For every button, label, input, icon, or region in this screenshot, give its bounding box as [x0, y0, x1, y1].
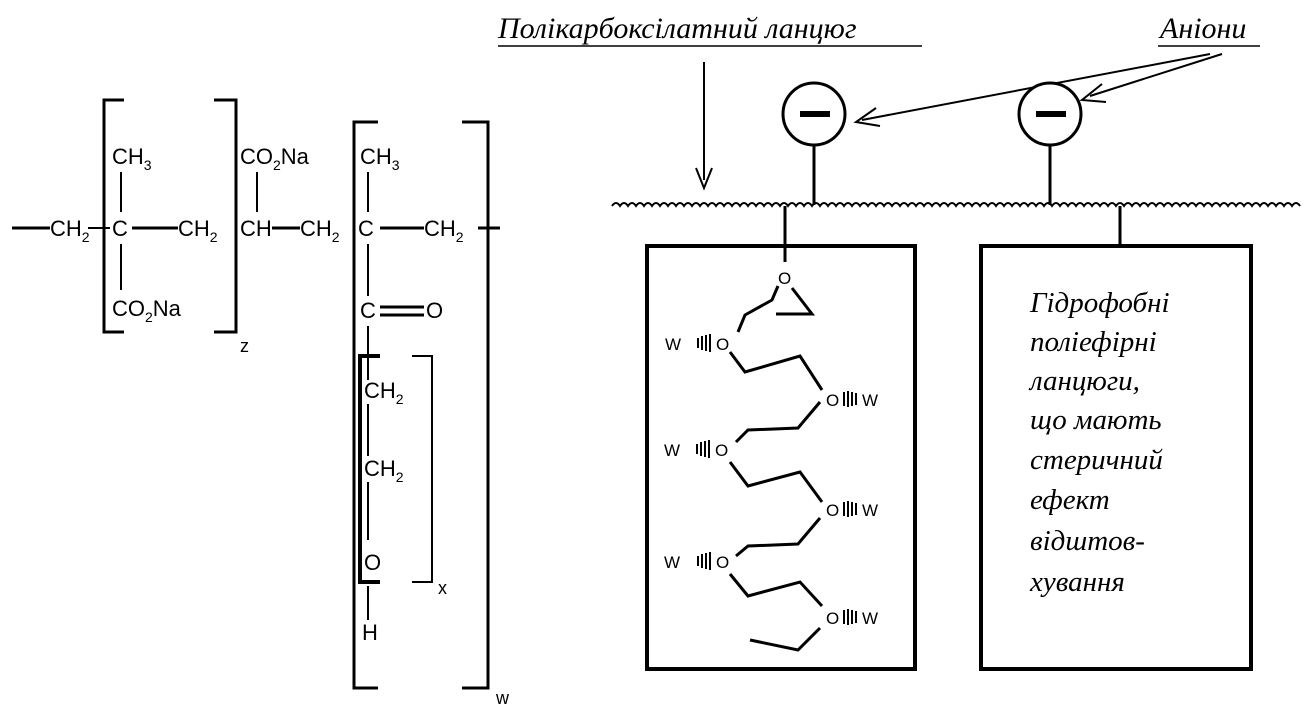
- description-line: ефект: [1030, 484, 1110, 516]
- anion-1: [781, 81, 847, 205]
- atom-ch3: CH3: [112, 144, 152, 173]
- side-chain-box: [645, 244, 917, 671]
- bracket-right-x: [412, 355, 433, 583]
- atom-o: O: [426, 298, 443, 323]
- atom-c: C: [358, 216, 374, 241]
- atom-o: O: [778, 269, 791, 288]
- atom-w: W: [862, 609, 878, 628]
- description-line: ланцюги,: [1028, 365, 1140, 397]
- index-z: z: [240, 336, 249, 356]
- atom-ch2: CH2: [178, 216, 218, 245]
- hydrogen-bonds: [696, 334, 857, 625]
- chain-label: Полікарбоксілатний ланцюг: [497, 12, 857, 45]
- atom-w: W: [862, 501, 878, 520]
- atom-h: H: [362, 620, 378, 645]
- structural-formula: [12, 98, 500, 690]
- atom-o: O: [826, 501, 839, 520]
- atom-co2na: CO2Na: [240, 144, 310, 173]
- polyether-labels: O W O O W W O O W W O O W: [664, 269, 878, 628]
- atom-o: O: [715, 441, 728, 460]
- anion-2: [1017, 81, 1083, 205]
- atom-w: W: [665, 335, 681, 354]
- atom-w: W: [664, 553, 680, 572]
- bracket-left-w: [352, 120, 378, 690]
- atom-o: O: [364, 550, 381, 575]
- description-box: [979, 244, 1253, 671]
- index-w: w: [495, 688, 510, 708]
- bracket-left: [102, 98, 124, 334]
- atom-o: O: [716, 553, 729, 572]
- polycarboxylate-chain-wavy-line: [611, 202, 1301, 208]
- atom-w: W: [664, 441, 680, 460]
- description-line: стеричний: [1030, 444, 1163, 476]
- atom-o: O: [826, 391, 839, 410]
- atom-ch: CH: [240, 216, 272, 241]
- formula-text: CH2 C CH2 CH CH2 C CH2 CH3 CO2Na z CO2Na…: [50, 144, 510, 708]
- index-x: x: [438, 578, 447, 598]
- description-line: що мають: [1030, 404, 1162, 436]
- description-line: хування: [1029, 566, 1125, 598]
- description-line: поліефірні: [1030, 326, 1157, 358]
- atom-ch2: CH2: [50, 216, 90, 245]
- atom-co2na: CO2Na: [112, 296, 182, 325]
- atom-ch3: CH3: [360, 144, 400, 173]
- atom-ch2: CH2: [364, 378, 404, 407]
- atom-c: C: [112, 216, 128, 241]
- atom-ch2: CH2: [364, 456, 404, 485]
- description-line: Гідрофобні: [1029, 287, 1170, 319]
- description-text: Гідрофобні поліефірні ланцюги, що мають …: [1028, 287, 1170, 598]
- bracket-left-x: [358, 354, 380, 584]
- atom-c: C: [360, 298, 376, 323]
- atom-ch2: CH2: [300, 216, 340, 245]
- bracket-right-w: [462, 120, 490, 690]
- description-line: відштов-: [1030, 525, 1145, 557]
- bracket-right-z: [214, 98, 238, 334]
- chain-arrow: [695, 62, 713, 191]
- polyether-chain: [728, 246, 824, 652]
- atom-w: W: [862, 391, 878, 410]
- atom-o: O: [716, 335, 729, 354]
- atom-o: O: [826, 609, 839, 628]
- anions-label: Аніони: [1158, 12, 1246, 45]
- atom-ch2: CH2: [424, 216, 464, 245]
